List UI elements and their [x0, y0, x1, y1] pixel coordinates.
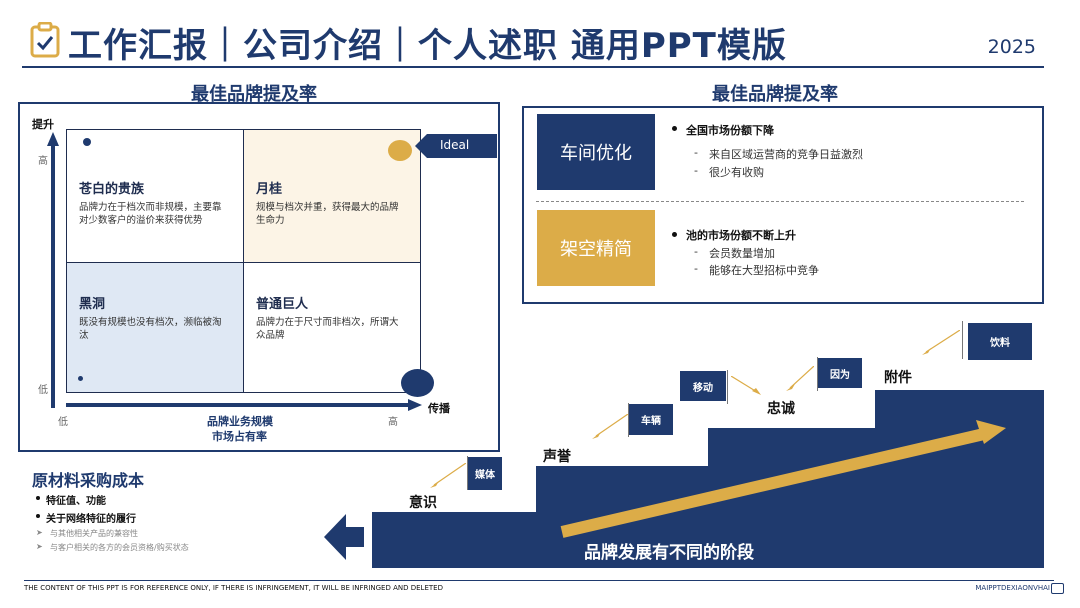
pointer-arrow-icon [922, 329, 961, 356]
quadrant-top-left: 苍白的贵族 品牌力在于档次而非规模，主要靠对少数客户的溢价来获得优势 [66, 129, 244, 263]
pointer-arrow-icon [430, 462, 467, 489]
quadrant-title: 月桂 [256, 182, 283, 197]
brand-icon [1051, 583, 1064, 594]
light-bullet: 与其他相关产品的兼容性 [50, 529, 138, 538]
tag-line [817, 357, 818, 391]
dash-icon: - [694, 146, 698, 159]
ideal-label: Ideal [440, 138, 470, 152]
footer-disclaimer: THE CONTENT OF THIS PPT IS FOR REFERENCE… [24, 584, 443, 592]
tag-move: 移动 [680, 371, 726, 401]
bold-bullet: 关于网络特征的履行 [46, 514, 136, 525]
row-item: 能够在大型招标中竞争 [709, 264, 819, 277]
bold-bullet: 特征值、功能 [46, 496, 106, 507]
dot-ideal [388, 140, 412, 161]
tag-media: 媒体 [468, 457, 502, 490]
tag-line [727, 370, 728, 404]
y-low-label: 低 [38, 385, 48, 396]
quadrant-title: 普通巨人 [256, 297, 309, 312]
x-high-label: 高 [388, 417, 398, 428]
pointer-arrow-icon [786, 365, 815, 392]
arrow-bullet-icon: ➤ [36, 528, 43, 537]
row-item: 来自区域运营商的竞争日益激烈 [709, 148, 863, 161]
right-info-panel [522, 106, 1044, 304]
tag-because: 因为 [818, 358, 862, 388]
quadrant-title: 苍白的贵族 [79, 182, 145, 197]
pointer-arrow-icon [730, 375, 761, 396]
x-caption-1: 品牌业务规模 [207, 415, 273, 428]
row-item: 很少有收购 [709, 166, 764, 179]
quadrant-bottom-right: 普通巨人 品牌力在于尺寸而非档次，所谓大众品牌 [243, 262, 421, 393]
quadrant-text: 既没有规模也没有档次，濒临被淘汰 [79, 317, 222, 341]
clipboard-icon [30, 21, 60, 58]
dot-bottom-left [78, 376, 83, 381]
arrow-bullet-icon: ➤ [36, 542, 43, 551]
right-panel-title: 最佳品牌提及率 [712, 84, 838, 105]
quadrant-panel [18, 102, 500, 452]
tag-vehicle: 车辆 [629, 404, 673, 435]
y-axis-label: 提升 [32, 118, 54, 131]
step-reputation: 声誉 [543, 449, 571, 465]
y-axis-arrow [46, 132, 60, 408]
row-head: 全国市场份额下降 [686, 124, 774, 137]
bullet-dot [672, 232, 677, 237]
tag-beverage: 饮料 [968, 323, 1032, 360]
quadrant-bottom-left: 黑洞 既没有规模也没有档次，濒临被淘汰 [66, 262, 244, 393]
tag-line [962, 321, 963, 359]
bullet-dot [36, 514, 40, 518]
light-bullet: 与客户相关的各方的会员资格/购买状态 [50, 543, 189, 552]
quadrant-text: 规模与档次并重，获得最大的品牌生命力 [256, 202, 399, 226]
x-axis-end-label: 传播 [428, 402, 450, 415]
stairs-graphic [372, 390, 1044, 568]
ideal-callout [415, 134, 497, 158]
tag-overhead-streamlining: 架空精简 [537, 210, 655, 286]
stairs-banner: 品牌发展有不同的阶段 [584, 543, 754, 563]
back-arrow-icon [324, 514, 364, 560]
tag-line [628, 403, 629, 437]
bullet-dot [36, 496, 40, 500]
dash-icon: - [694, 164, 698, 177]
header-divider [22, 66, 1044, 68]
footer-brand: MAIPPTDEXIAONVHAI [975, 584, 1050, 592]
quadrant-text: 品牌力在于档次而非规模，主要靠对少数客户的溢价来获得优势 [79, 202, 222, 226]
dash-icon: - [694, 245, 698, 258]
page-title: 工作汇报｜公司介绍｜个人述职 通用PPT模版 [68, 26, 787, 66]
tag-workshop-optimization: 车间优化 [537, 114, 655, 190]
year-label: 2025 [987, 36, 1036, 58]
quadrant-title: 黑洞 [79, 297, 106, 312]
x-caption-2: 市场占有率 [212, 430, 267, 443]
footer-divider [24, 580, 1054, 581]
row-head: 池的市场份额不断上升 [686, 229, 796, 242]
dashed-divider [536, 201, 1024, 202]
x-low-label: 低 [58, 417, 68, 428]
quadrant-text: 品牌力在于尺寸而非档次，所谓大众品牌 [256, 317, 399, 341]
left-panel-title: 最佳品牌提及率 [191, 84, 317, 105]
dash-icon: - [694, 262, 698, 275]
x-axis-arrow [66, 397, 422, 411]
y-high-label: 高 [38, 156, 48, 167]
bullet-dot [672, 126, 677, 131]
row-item: 会员数量增加 [709, 247, 775, 260]
pointer-arrow-icon [592, 413, 629, 440]
cost-title: 原材料采购成本 [32, 471, 145, 490]
step-awareness: 意识 [409, 495, 437, 511]
step-attachment: 附件 [884, 370, 912, 386]
dot-top-left [83, 138, 91, 146]
step-loyalty: 忠诚 [767, 401, 795, 417]
dot-bottom-right [401, 369, 434, 397]
tag-line [467, 456, 468, 490]
